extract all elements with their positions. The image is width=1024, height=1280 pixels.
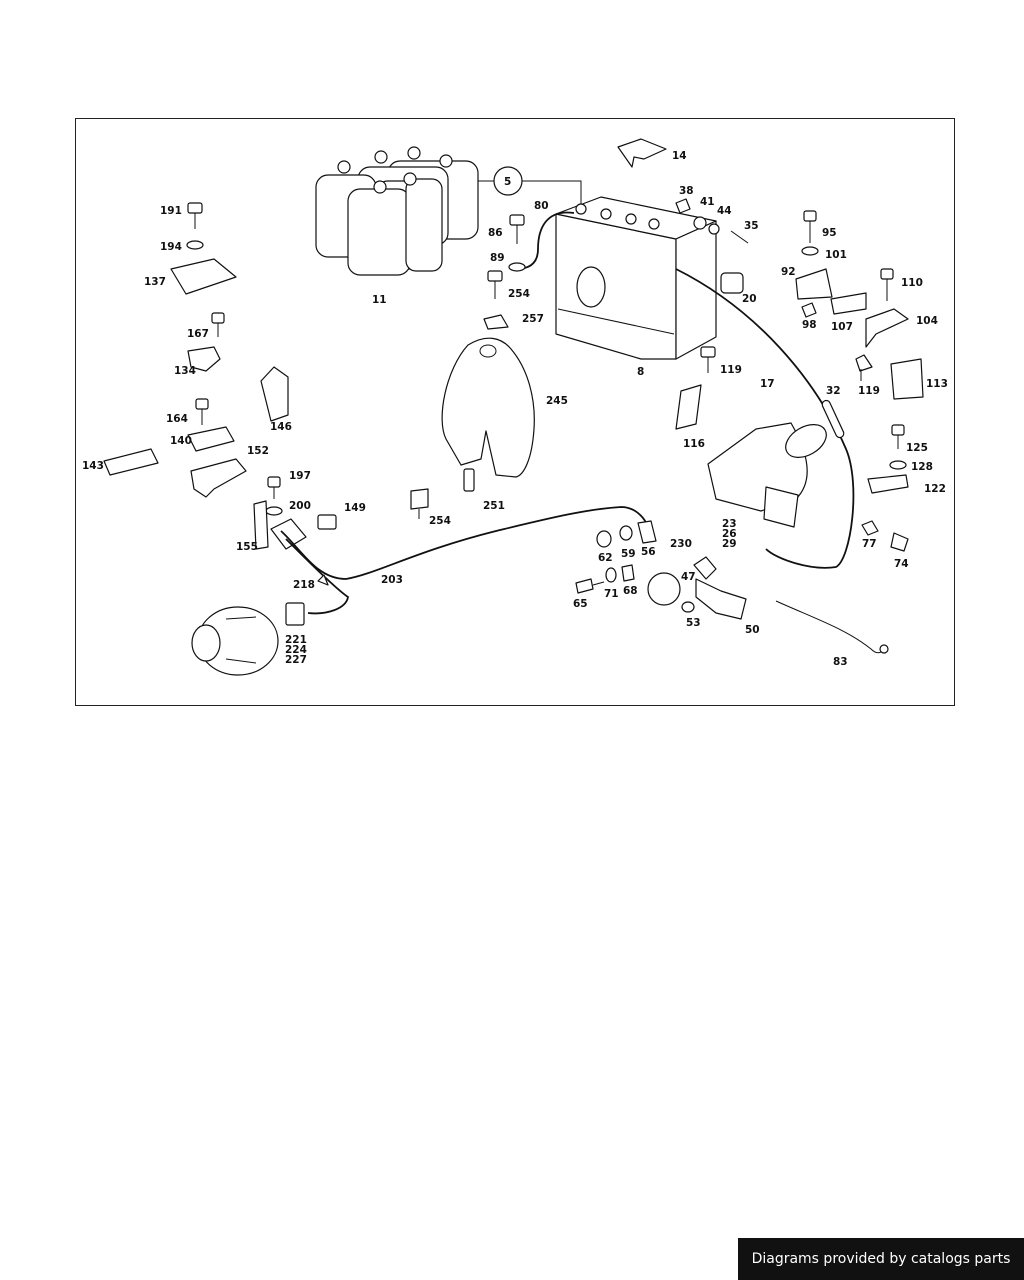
credit-text: Diagrams provided by catalogs parts xyxy=(751,1251,1011,1267)
callout-143: 143 xyxy=(82,460,104,472)
callout-218: 218 xyxy=(293,579,315,591)
callout-38: 38 xyxy=(679,185,694,197)
ground-cable-17 xyxy=(675,268,855,569)
callout-98: 98 xyxy=(802,319,817,331)
callout-101: 101 xyxy=(825,249,847,261)
callout-125: 125 xyxy=(906,442,928,454)
callout-122: 122 xyxy=(924,483,946,495)
callout-5: 5 xyxy=(504,176,511,188)
callout-26: 26 xyxy=(722,528,737,540)
callout-137: 137 xyxy=(144,276,166,288)
callout-134: 134 xyxy=(174,365,196,377)
callout-44: 44 xyxy=(717,205,732,217)
callout-68: 68 xyxy=(623,585,638,597)
callout-65: 65 xyxy=(573,598,588,610)
alternator-part xyxy=(191,606,279,676)
callout-80: 80 xyxy=(534,200,549,212)
callout-128: 128 xyxy=(911,461,933,473)
callout-107: 107 xyxy=(831,321,853,333)
callout-251: 251 xyxy=(483,500,505,512)
callout-29: 29 xyxy=(722,538,737,550)
battery-part xyxy=(555,196,717,360)
battery-cells-part xyxy=(315,146,479,276)
callout-71: 71 xyxy=(604,588,619,600)
callout-197: 197 xyxy=(289,470,311,482)
callout-164: 164 xyxy=(166,413,188,425)
callout-47: 47 xyxy=(681,571,696,583)
parts-diagram-frame: 5 11 14 8 80 86 89 254 257 38 41 44 35 2… xyxy=(75,118,955,706)
hardware-cluster-left xyxy=(103,202,337,550)
callout-119-center: 119 xyxy=(720,364,742,376)
callout-113: 113 xyxy=(926,378,948,390)
callout-224: 224 xyxy=(285,644,307,656)
callout-23: 23 xyxy=(722,518,737,530)
sleeve-32 xyxy=(821,399,845,439)
wire-harness-203 xyxy=(280,506,652,580)
callout-41: 41 xyxy=(700,196,715,208)
callout-155: 155 xyxy=(236,541,258,553)
callout-8: 8 xyxy=(637,366,644,378)
callout-50: 50 xyxy=(745,624,760,636)
callout-257: 257 xyxy=(522,313,544,325)
callout-191: 191 xyxy=(160,205,182,217)
callout-92: 92 xyxy=(781,266,796,278)
callout-149: 149 xyxy=(344,502,366,514)
callout-14: 14 xyxy=(672,150,687,162)
callout-167: 167 xyxy=(187,328,209,340)
callout-17: 17 xyxy=(760,378,775,390)
callout-221: 221 xyxy=(285,634,307,646)
callout-89: 89 xyxy=(490,252,505,264)
callout-20: 20 xyxy=(742,293,757,305)
callout-32: 32 xyxy=(826,385,841,397)
callout-230: 230 xyxy=(670,538,692,550)
callout-11: 11 xyxy=(372,294,387,306)
callout-86: 86 xyxy=(488,227,503,239)
callout-152: 152 xyxy=(247,445,269,457)
callout-254-top: 254 xyxy=(508,288,530,300)
clip-251 xyxy=(463,468,475,492)
callout-254-bottom: 254 xyxy=(429,515,451,527)
callout-56: 56 xyxy=(641,546,656,558)
exploded-parts-diagram: 5 11 14 8 80 86 89 254 257 38 41 44 35 2… xyxy=(82,138,948,676)
callout-146: 146 xyxy=(270,421,292,433)
connector-218 xyxy=(317,574,329,586)
callout-116: 116 xyxy=(683,438,705,450)
callout-59: 59 xyxy=(621,548,636,560)
callout-35: 35 xyxy=(744,220,759,232)
callout-77: 77 xyxy=(862,538,877,550)
callout-53: 53 xyxy=(686,617,701,629)
credit-banner: Diagrams provided by catalogs parts xyxy=(738,1238,1024,1280)
callout-200: 200 xyxy=(289,500,311,512)
callout-194: 194 xyxy=(160,241,182,253)
clamp-part-14 xyxy=(617,138,667,168)
callout-labels: 5 11 14 8 80 86 89 254 257 38 41 44 35 2… xyxy=(82,150,948,668)
callout-119-right: 119 xyxy=(858,385,880,397)
callout-95: 95 xyxy=(822,227,837,239)
hardware-cluster-top xyxy=(483,198,924,430)
callout-140: 140 xyxy=(170,435,192,447)
starter-motor-part xyxy=(707,422,827,528)
callout-203: 203 xyxy=(381,574,403,586)
callout-83: 83 xyxy=(833,656,848,668)
callout-227: 227 xyxy=(285,654,307,666)
shield-part-245 xyxy=(441,337,535,478)
callout-245: 245 xyxy=(546,395,568,407)
callout-104: 104 xyxy=(916,315,938,327)
callout-74: 74 xyxy=(894,558,909,570)
hardware-cluster-bottom xyxy=(575,424,909,654)
callout-110: 110 xyxy=(901,277,923,289)
callout-62: 62 xyxy=(598,552,613,564)
plug-221 xyxy=(285,602,305,626)
